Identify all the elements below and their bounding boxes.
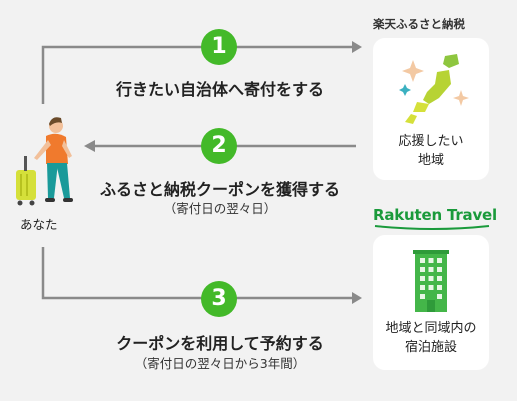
arrow-head-2	[84, 140, 95, 152]
furusato-label-line1: 応援したい	[398, 134, 464, 149]
arrow-head-1	[352, 41, 362, 53]
step-2-subtitle: （寄付日の翌々日）	[163, 201, 277, 216]
step-1-number: 1	[201, 29, 237, 65]
step-2-number: 2	[201, 128, 237, 164]
furusato-label-line2: 地域	[417, 153, 444, 168]
travel-label-line2: 宿泊施設	[404, 340, 457, 355]
travel-label-line1: 地域と同域内の	[385, 321, 477, 336]
step-3-number: 3	[201, 281, 237, 317]
rakuten-travel-brand: Rakuten Travel	[373, 206, 497, 224]
japan-map-icon	[399, 54, 469, 124]
furusato-card: 応援したい 地域	[373, 38, 489, 180]
you-label: あなた	[20, 217, 58, 232]
furusato-brand: 楽天ふるさと納税	[373, 17, 465, 31]
brand-underline-icon	[374, 225, 490, 230]
step-1-title: 行きたい自治体へ寄付をする	[115, 80, 324, 99]
step-3-title: クーポンを利用して予約する	[116, 334, 324, 353]
building-icon	[413, 250, 449, 312]
arrow-step-3	[41, 247, 352, 300]
arrow-head-3	[352, 292, 362, 304]
traveler-icon	[16, 117, 73, 206]
travel-card: 地域と同域内の 宿泊施設	[373, 235, 489, 370]
step-2-title: ふるさと納税クーポンを獲得する	[99, 180, 340, 199]
step-3-subtitle: （寄付日の翌々日から3年間）	[134, 356, 306, 371]
arrow-step-1	[41, 45, 352, 104]
